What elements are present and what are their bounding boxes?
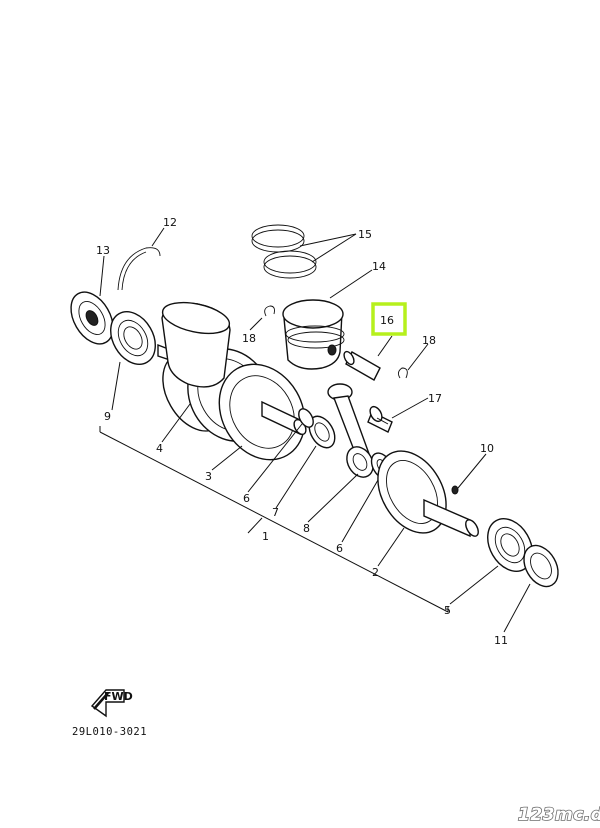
label-17: 17 — [428, 392, 442, 405]
part-labels: 1 2 3 4 5 6 6 7 8 9 10 11 12 13 14 15 16… — [96, 216, 508, 647]
circlip-18-left — [264, 305, 275, 317]
label-7: 7 — [272, 506, 279, 519]
piston — [282, 299, 345, 370]
label-15: 15 — [358, 228, 372, 241]
circlip-12 — [117, 247, 161, 291]
small-end-bearing — [367, 405, 393, 433]
label-4: 4 — [156, 442, 163, 455]
watermark: 123mc.dk — [518, 805, 600, 825]
label-8: 8 — [303, 522, 310, 535]
label-11: 11 — [494, 634, 508, 647]
label-2: 2 — [372, 566, 379, 579]
label-14: 14 — [372, 260, 386, 273]
diagram-code: 29L010-3021 — [72, 726, 147, 738]
label-9: 9 — [104, 410, 111, 423]
label-16: 16 — [380, 314, 394, 327]
crank-left-counterweight — [161, 301, 231, 388]
highlight-box-16 — [371, 302, 407, 336]
assembly-bracket-line — [99, 426, 449, 613]
bearing-right — [487, 518, 533, 572]
fwd-arrow: FWD — [90, 689, 133, 718]
oil-seal-right — [523, 544, 559, 588]
bearing-left — [110, 311, 156, 365]
label-5: 5 — [444, 604, 451, 617]
fwd-label: FWD — [104, 690, 133, 703]
washer-6-left — [298, 408, 314, 428]
label-6-left: 6 — [243, 492, 250, 505]
label-1: 1 — [262, 530, 269, 543]
piston-pin — [343, 350, 381, 381]
label-3: 3 — [205, 470, 212, 483]
piston-rings — [251, 224, 317, 279]
circlip-18-right — [397, 367, 408, 379]
leader-lines — [99, 227, 531, 633]
label-13: 13 — [96, 244, 110, 257]
label-12: 12 — [163, 216, 177, 229]
label-18-right: 18 — [422, 334, 436, 347]
crank-right-half — [377, 450, 479, 538]
label-10: 10 — [480, 442, 494, 455]
connecting-rod — [327, 383, 374, 478]
label-6-right: 6 — [336, 542, 343, 555]
big-end-bearing — [308, 415, 336, 449]
label-18-left: 18 — [242, 332, 256, 345]
oil-seal-left — [70, 291, 114, 345]
